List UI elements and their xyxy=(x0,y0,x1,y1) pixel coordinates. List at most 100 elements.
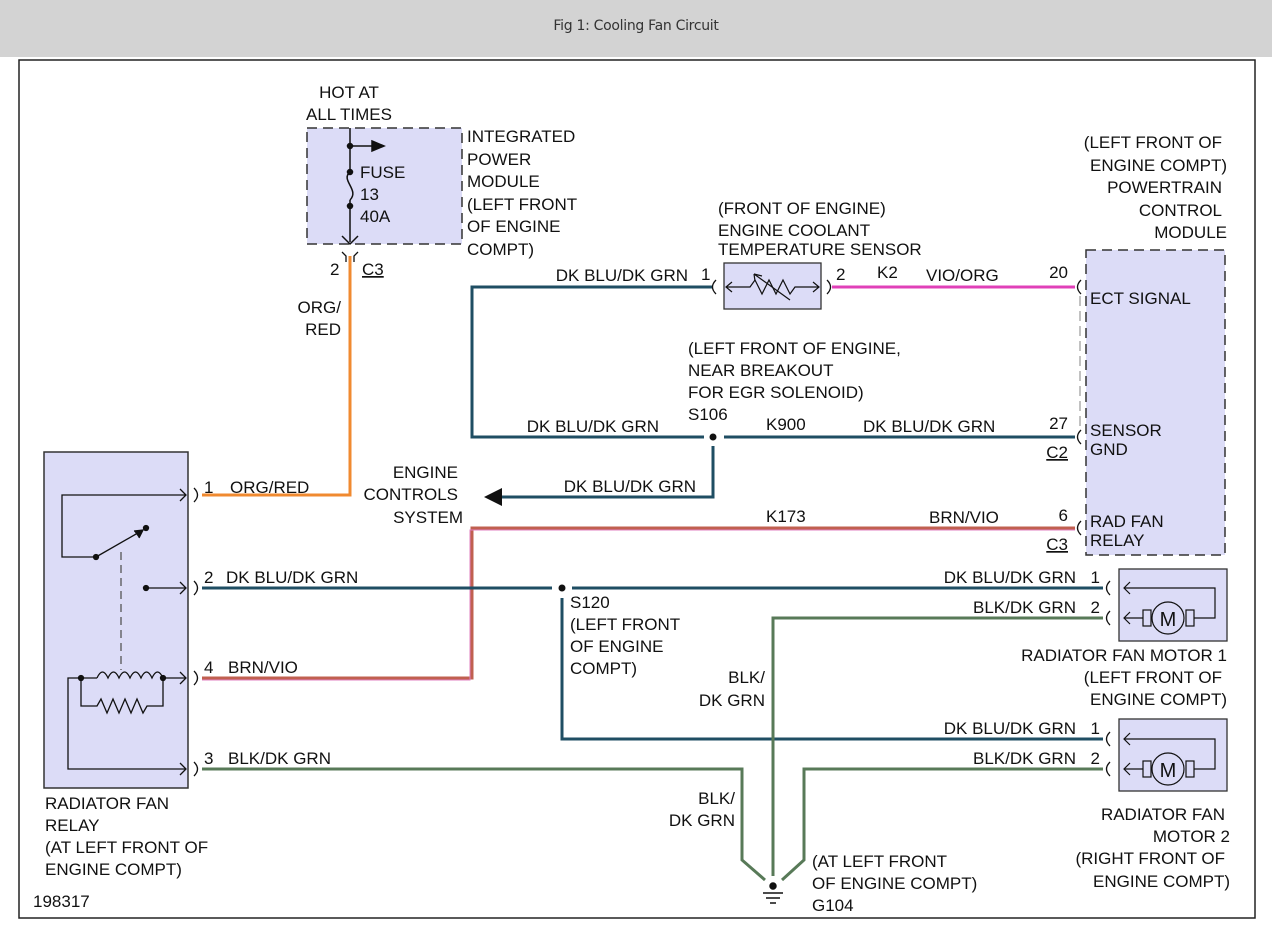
ipm-connector-c3: C3 xyxy=(362,260,384,279)
motor2-pin-2: 2 xyxy=(1091,749,1100,768)
pcm-label-4: CONTROL xyxy=(1139,201,1222,220)
pcm-pin-20-label: ECT SIGNAL xyxy=(1090,289,1191,308)
ipm-label-4: (LEFT FRONT xyxy=(467,195,577,214)
fuse-number: 13 xyxy=(360,185,379,204)
relay-pin-4: 4 xyxy=(204,658,213,677)
ipm-label-3: MODULE xyxy=(467,172,540,191)
relay-pin-1-wire: ORG/RED xyxy=(230,478,309,497)
ect-wire2-label: VIO/ORG xyxy=(926,266,999,285)
ect-wire1-label: DK BLU/DK GRN xyxy=(556,266,688,285)
k173-wire-label: BRN/VIO xyxy=(929,508,999,527)
relay-label-2: RELAY xyxy=(45,816,100,835)
relay-pin2-connector-icon xyxy=(193,580,199,596)
ground-wire-label-1b: DK GRN xyxy=(699,691,765,710)
splice-s106: (LEFT FRONT OF ENGINE, NEAR BREAKOUT FOR… xyxy=(527,339,996,496)
motor1-label-1: RADIATOR FAN MOTOR 1 xyxy=(1021,646,1227,665)
ect-pin-1: 1 xyxy=(701,265,710,284)
ipm-label-5: OF ENGINE xyxy=(467,217,561,236)
s106-label-3: FOR EGR SOLENOID) xyxy=(688,383,864,402)
pcm-pin-6-label-2: RELAY xyxy=(1090,531,1145,550)
motor2-symbol: M xyxy=(1160,760,1177,782)
s120-label-4: COMPT) xyxy=(570,659,637,678)
motor1-symbol: M xyxy=(1160,609,1177,631)
wire-k173-stripe xyxy=(202,529,1075,681)
fuse-rating: 40A xyxy=(360,207,391,226)
figure-id: 198317 xyxy=(33,892,90,911)
wire-k173-brn-vio xyxy=(202,526,1075,680)
relay-label-3: (AT LEFT FRONT OF xyxy=(45,838,208,857)
ground-wire-label-2a: BLK/ xyxy=(698,789,735,808)
engine-controls-label-3: SYSTEM xyxy=(393,508,463,527)
ipm-pin-number: 2 xyxy=(330,260,339,279)
s106-right-wire-label: DK BLU/DK GRN xyxy=(863,417,995,436)
s120-label-2: (LEFT FRONT xyxy=(570,615,680,634)
motor-icon xyxy=(1123,581,1216,635)
relay-pin-3-wire: BLK/DK GRN xyxy=(228,749,331,768)
motor-icon xyxy=(1123,732,1216,786)
relay-pin-3: 3 xyxy=(204,749,213,768)
ipm-label-1: INTEGRATED xyxy=(467,127,575,146)
engine-controls-system: ENGINE CONTROLS SYSTEM xyxy=(364,463,502,527)
relay-pin-1: 1 xyxy=(204,478,213,497)
pcm-connector-c2: C2 xyxy=(1046,443,1068,462)
motor2-pin1-connector-icon xyxy=(1105,731,1111,747)
org-red-wire-label-1: ORG/ xyxy=(298,298,342,317)
pcm-label-1: (LEFT FRONT OF xyxy=(1084,133,1222,152)
pcm-pin-27: 27 xyxy=(1049,414,1068,433)
motor2-label-3: (RIGHT FRONT OF xyxy=(1075,849,1225,868)
pcm-pin-6: 6 xyxy=(1059,506,1068,525)
relay-label-4: ENGINE COMPT) xyxy=(45,860,182,879)
ect-connector-pin2-icon xyxy=(826,279,832,295)
arrow-left-icon xyxy=(484,488,502,506)
pcm-pin-27-label-1: SENSOR xyxy=(1090,421,1162,440)
wires xyxy=(202,256,1103,882)
ect-connector-pin1-icon xyxy=(711,279,717,295)
motor2-label-1: RADIATOR FAN xyxy=(1101,805,1225,824)
wire-motor2-ground xyxy=(780,767,1103,882)
motor1-wire-1: DK BLU/DK GRN xyxy=(944,568,1076,587)
relay-pin4-connector-icon xyxy=(193,670,199,686)
relay-pin-4-wire: BRN/VIO xyxy=(228,658,298,677)
pcm-pin27-connector-icon xyxy=(1076,429,1082,445)
connector-c3-icon xyxy=(341,251,359,262)
ground-icon xyxy=(763,882,783,904)
fuse-icon xyxy=(341,128,386,246)
s106-left-wire-label: DK BLU/DK GRN xyxy=(527,417,659,436)
pcm-pin-27-label-2: GND xyxy=(1090,440,1128,459)
s106-splice-dot xyxy=(709,433,717,441)
ground-wire-label-1a: BLK/ xyxy=(728,668,765,687)
ect-label-3: TEMPERATURE SENSOR xyxy=(718,240,922,259)
pcm-label-3: POWERTRAIN xyxy=(1107,178,1222,197)
relay-coil-icon xyxy=(67,671,187,776)
s106-label-1: (LEFT FRONT OF ENGINE, xyxy=(688,339,901,358)
ipm-box xyxy=(306,127,463,245)
integrated-power-module: HOT AT ALL TIMES FUSE 13 40A INTEGRATED … xyxy=(298,83,578,339)
relay-pin-2: 2 xyxy=(204,568,213,587)
engine-controls-label-2: CONTROLS xyxy=(364,485,458,504)
relay-pin1-connector-icon xyxy=(193,487,199,503)
s120-label-3: OF ENGINE xyxy=(570,637,664,656)
motor1-pin1-connector-icon xyxy=(1105,580,1111,596)
motor2-wire-2: BLK/DK GRN xyxy=(973,749,1076,768)
relay-switch-icon xyxy=(61,488,187,670)
ect-label-1: (FRONT OF ENGINE) xyxy=(718,199,886,218)
ect-pin-2: 2 xyxy=(836,265,845,284)
hot-at-all-times-label-1: HOT AT xyxy=(319,83,379,102)
wire-motor1-ground xyxy=(771,616,1103,876)
relay-label-1: RADIATOR FAN xyxy=(45,794,169,813)
pcm-pin-20: 20 xyxy=(1049,263,1068,282)
ipm-label-6: COMPT) xyxy=(467,240,534,259)
wire-org-red xyxy=(202,256,352,497)
g104-label-1: (AT LEFT FRONT xyxy=(812,852,947,871)
ect-circuit-k2: K2 xyxy=(877,263,898,282)
motor2-label-2: MOTOR 2 xyxy=(1153,827,1230,846)
pcm-pin6-connector-icon xyxy=(1076,520,1082,536)
g104-label-3: G104 xyxy=(812,896,854,915)
ground-wire-label-2b: DK GRN xyxy=(669,811,735,830)
org-red-wire-label-2: RED xyxy=(305,320,341,339)
wire-dk-blu-dk-grn-sensor xyxy=(470,285,712,439)
motor1-pin-2: 2 xyxy=(1091,598,1100,617)
pcm-connector-c3: C3 xyxy=(1046,535,1068,554)
s106-down-wire-label: DK BLU/DK GRN xyxy=(564,477,696,496)
fuse-label: FUSE xyxy=(360,163,405,182)
